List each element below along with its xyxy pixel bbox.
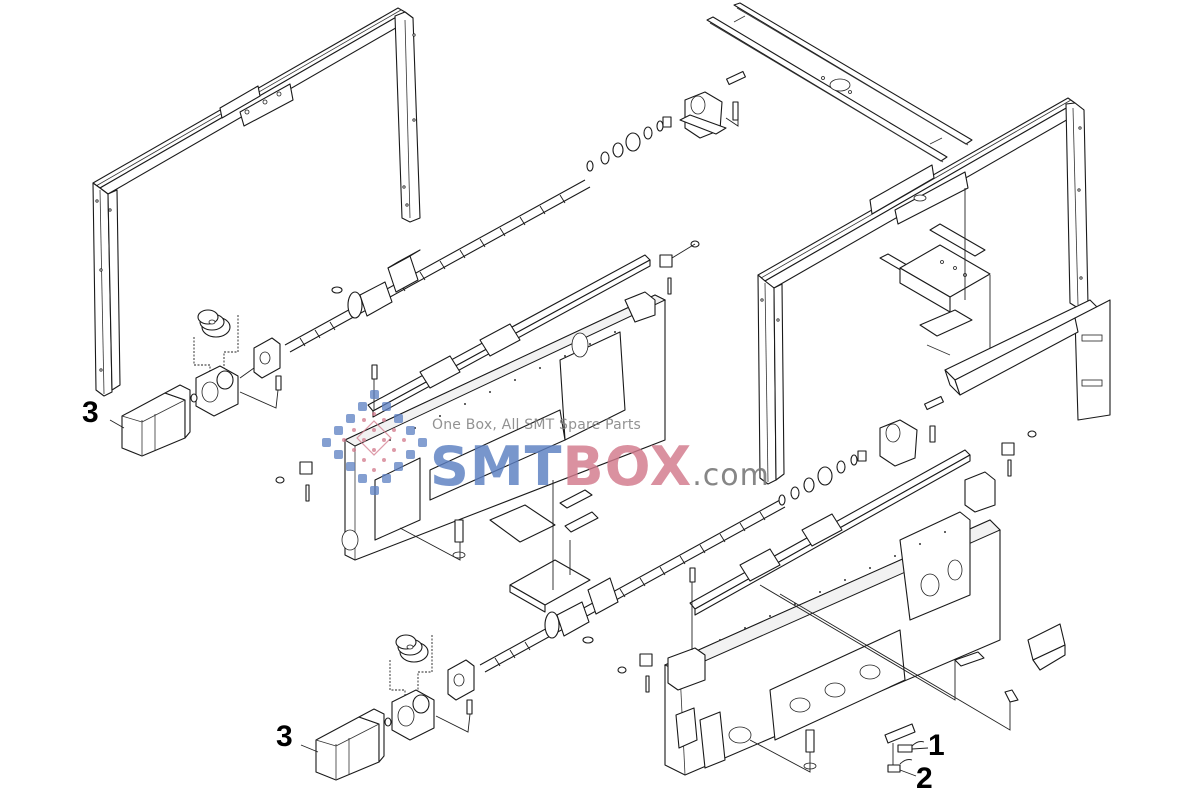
middle-plates xyxy=(489,480,599,613)
crossbeams-top xyxy=(706,2,973,163)
watermark-brand: SMTBOX.com xyxy=(430,440,770,494)
watermark-logo xyxy=(322,390,427,495)
callout-3-lower: 3 xyxy=(276,720,293,753)
watermark-brand-suffix: .com xyxy=(692,458,770,493)
callout-3-upper: 3 xyxy=(82,396,99,429)
sensor-blocks xyxy=(884,723,929,777)
watermark-brand-box: BOX xyxy=(562,435,693,498)
ball-screw-upper xyxy=(284,70,746,353)
ball-screw-lower xyxy=(479,395,944,673)
motor-assembly-lower xyxy=(300,634,475,781)
base-casting-upper xyxy=(275,240,700,561)
watermark-tagline: One Box, All SMT Spare Parts xyxy=(432,417,642,433)
frame-right xyxy=(757,97,1089,485)
frame-left xyxy=(92,7,421,397)
callout-2: 2 xyxy=(916,762,933,795)
motor-assembly-upper xyxy=(109,309,282,457)
watermark-brand-smt: SMT xyxy=(430,435,563,498)
base-casting-lower xyxy=(617,430,1066,776)
cable-tray-brackets xyxy=(879,188,1111,421)
callout-1: 1 xyxy=(928,729,945,762)
